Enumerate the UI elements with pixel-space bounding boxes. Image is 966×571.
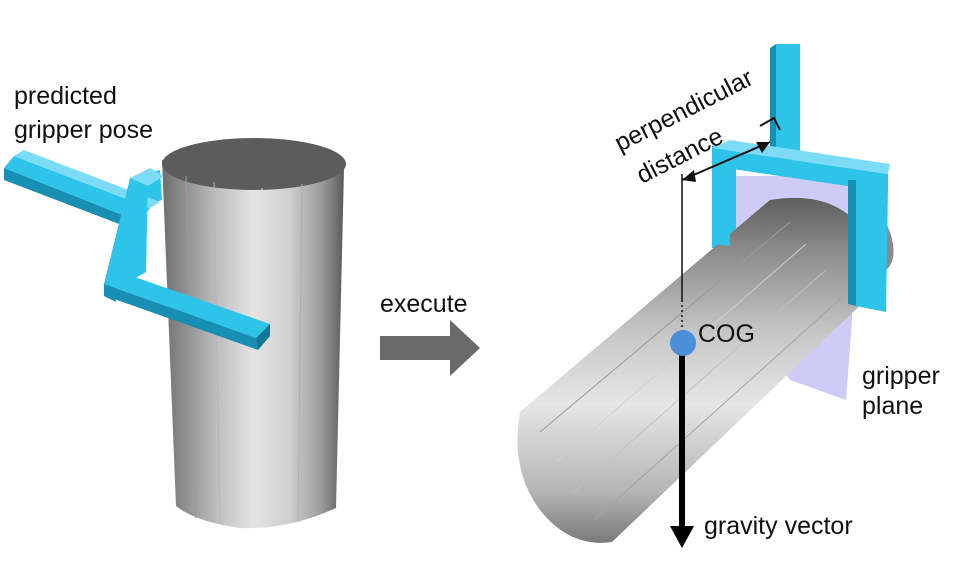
left-cylinder-top [162,138,346,190]
label-predicted-line1: predicted [14,82,117,110]
label-predicted-line2: gripper pose [14,116,153,144]
distance-arrow-line [681,141,771,181]
predicted-gripper-frame [104,168,270,350]
label-gripper-plane-line1: gripper [862,362,940,390]
perpendicular-distance-marker [681,116,781,336]
label-execute: execute [380,290,468,318]
execute-arrow [380,320,480,376]
left-scene [4,138,346,529]
right-scene [517,44,894,548]
cog-dot [670,330,696,356]
label-gripper-plane-line2: plane [862,392,923,420]
predicted-gripper [4,150,160,232]
gravity-vector [670,344,694,548]
label-gravity-vector: gravity vector [704,512,853,540]
label-cog: COG [698,320,755,348]
